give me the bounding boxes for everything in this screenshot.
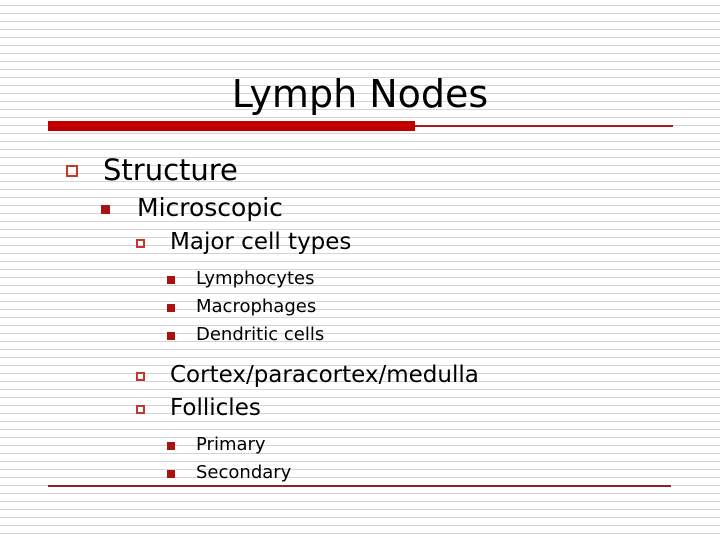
filled-square-bullet-icon [167, 304, 175, 312]
outline-item-major-cell-types: Major cell types [0, 226, 720, 259]
filled-square-bullet-icon [167, 332, 175, 340]
outline-item-structure: Structure [0, 150, 720, 190]
filled-square-bullet-icon [167, 470, 175, 478]
outline-label: Structure [103, 153, 238, 187]
outline-label: Cortex/paracortex/medulla [170, 362, 479, 388]
outline-item-secondary: Secondary [0, 459, 720, 487]
filled-square-bullet-icon [167, 276, 175, 284]
outline-item-cortex-paracortex-medulla: Cortex/paracortex/medulla [0, 359, 720, 392]
outline-item-macrophages: Macrophages [0, 293, 720, 321]
outline-label: Primary [196, 434, 266, 455]
title-underline-thick-bar [48, 121, 415, 131]
slide-body-outline: Structure Microscopic Major cell types L… [0, 150, 720, 487]
outline-label: Dendritic cells [196, 324, 325, 345]
outline-label: Major cell types [170, 229, 352, 255]
outline-label: Follicles [170, 395, 261, 421]
outline-item-microscopic: Microscopic [0, 190, 720, 226]
hollow-square-bullet-icon [136, 405, 145, 414]
outline-label: Lymphocytes [196, 268, 315, 289]
filled-square-bullet-icon [167, 442, 175, 450]
spacer [0, 349, 720, 359]
outline-label: Secondary [196, 462, 292, 483]
hollow-square-bullet-icon [66, 165, 78, 177]
slide-title: Lymph Nodes [231, 72, 489, 116]
outline-label: Macrophages [196, 296, 317, 317]
outline-item-follicles: Follicles [0, 392, 720, 425]
hollow-square-bullet-icon [136, 239, 145, 248]
outline-item-primary: Primary [0, 431, 720, 459]
filled-square-bullet-icon [101, 205, 110, 214]
outline-item-dendritic-cells: Dendritic cells [0, 321, 720, 349]
hollow-square-bullet-icon [136, 372, 145, 381]
footer-rule [48, 485, 671, 487]
outline-item-lymphocytes: Lymphocytes [0, 265, 720, 293]
outline-label: Microscopic [137, 193, 283, 222]
